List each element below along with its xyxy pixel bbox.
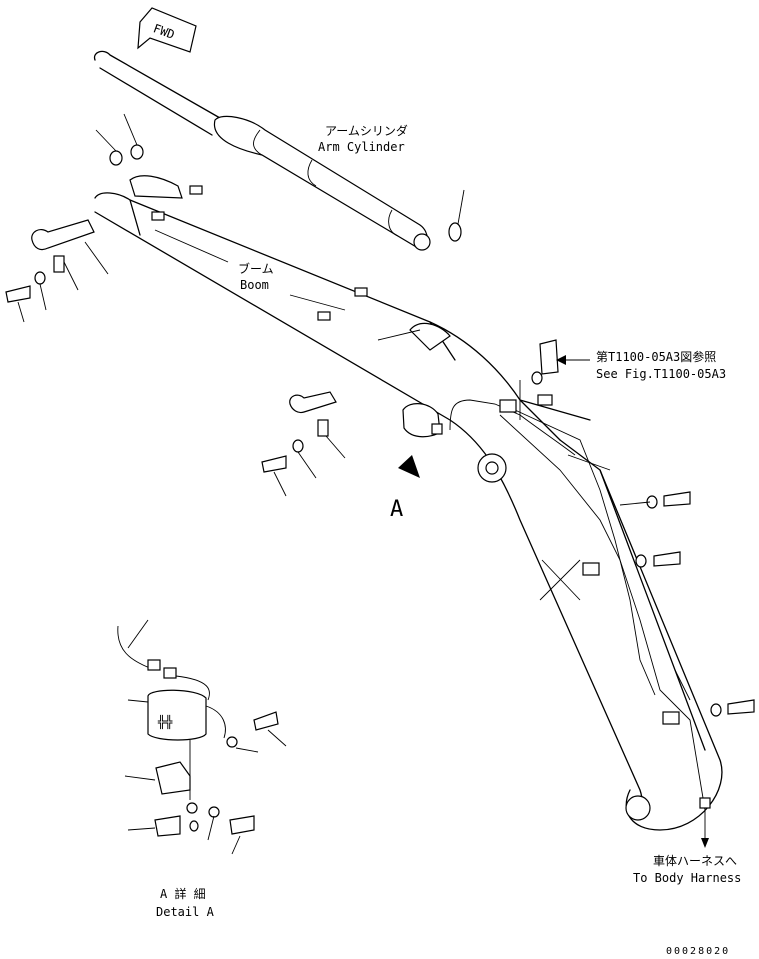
fwd-label: FWD bbox=[151, 21, 176, 42]
arm-cylinder-jp: アームシリンダ bbox=[325, 123, 408, 138]
drawing-number: 00028020 bbox=[666, 946, 730, 957]
body-harness-en: To Body Harness bbox=[633, 871, 741, 885]
bolt-group-right bbox=[531, 339, 755, 717]
washer-group-top bbox=[95, 113, 465, 242]
boom-jp: ブーム bbox=[238, 261, 274, 276]
detail-a-en: Detail A bbox=[156, 905, 215, 919]
detail-a-jp: A 詳 細 bbox=[160, 886, 206, 901]
view-a-label: A bbox=[390, 497, 403, 522]
view-arrow-icon: A bbox=[390, 455, 420, 522]
see-fig-en: See Fig.T1100-05A3 bbox=[596, 367, 726, 381]
arm-cylinder-en: Arm Cylinder bbox=[318, 140, 405, 154]
wire-harness bbox=[449, 394, 711, 848]
boom bbox=[94, 175, 723, 831]
fwd-arrow-icon: FWD bbox=[137, 7, 197, 53]
detail-a: ╬╬ bbox=[117, 619, 287, 855]
see-fig-jp: 第T1100-05A3図参照 bbox=[596, 349, 716, 364]
body-harness-jp: 車体ハーネスへ bbox=[653, 854, 737, 868]
arm-cylinder bbox=[93, 50, 431, 251]
pin-assembly-left bbox=[5, 219, 109, 323]
pin-assembly-mid bbox=[261, 391, 346, 497]
leader-lines bbox=[154, 229, 691, 701]
boom-en: Boom bbox=[240, 278, 269, 292]
svg-text:╬╬: ╬╬ bbox=[157, 714, 173, 729]
work-lamp bbox=[402, 403, 443, 438]
